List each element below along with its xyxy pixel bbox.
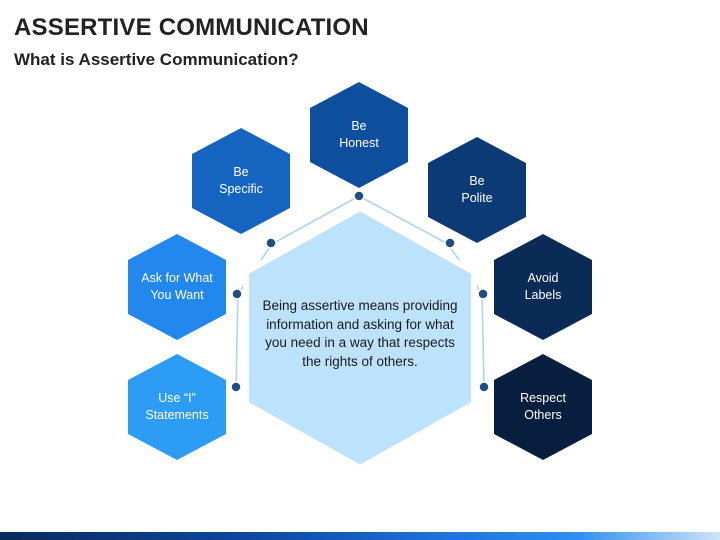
label-be-honest: Be Honest [339, 119, 379, 150]
page-subtitle: What is Assertive Communication? [14, 50, 299, 69]
connector-dot-honest [353, 190, 365, 202]
label-avoid-labels: Avoid Labels [524, 271, 562, 302]
connector-dot-respect [478, 381, 490, 393]
connector-dot-polite [444, 237, 456, 249]
hexagon-ask-for-what-you-want [128, 234, 226, 340]
connector-dot-labels [477, 288, 489, 300]
connector-dot-ask [231, 288, 243, 300]
hexagon-be-specific [192, 128, 290, 234]
footer-gradient-bar [0, 532, 720, 540]
label-ask-for-what-you-want: Ask for What You Want [141, 271, 213, 302]
hexagon-use-i-statements [128, 354, 226, 460]
label-use-i-statements: Use “I” Statements [145, 391, 209, 422]
connector-dot-istatements [230, 381, 242, 393]
label-be-specific: Be Specific [219, 165, 263, 196]
connector-dot-specific [265, 237, 277, 249]
label-be-polite: Be Polite [461, 174, 493, 205]
page-title: ASSERTIVE COMMUNICATION [14, 14, 369, 41]
hexagon-be-polite [428, 137, 526, 243]
hexagon-avoid-labels [494, 234, 592, 340]
hexagon-be-honest [310, 82, 408, 188]
center-description: Being assertive means providing informat… [262, 298, 458, 369]
center-hexagon [243, 205, 477, 471]
label-respect-others: Respect Others [520, 391, 566, 422]
hexagon-respect-others [494, 354, 592, 460]
